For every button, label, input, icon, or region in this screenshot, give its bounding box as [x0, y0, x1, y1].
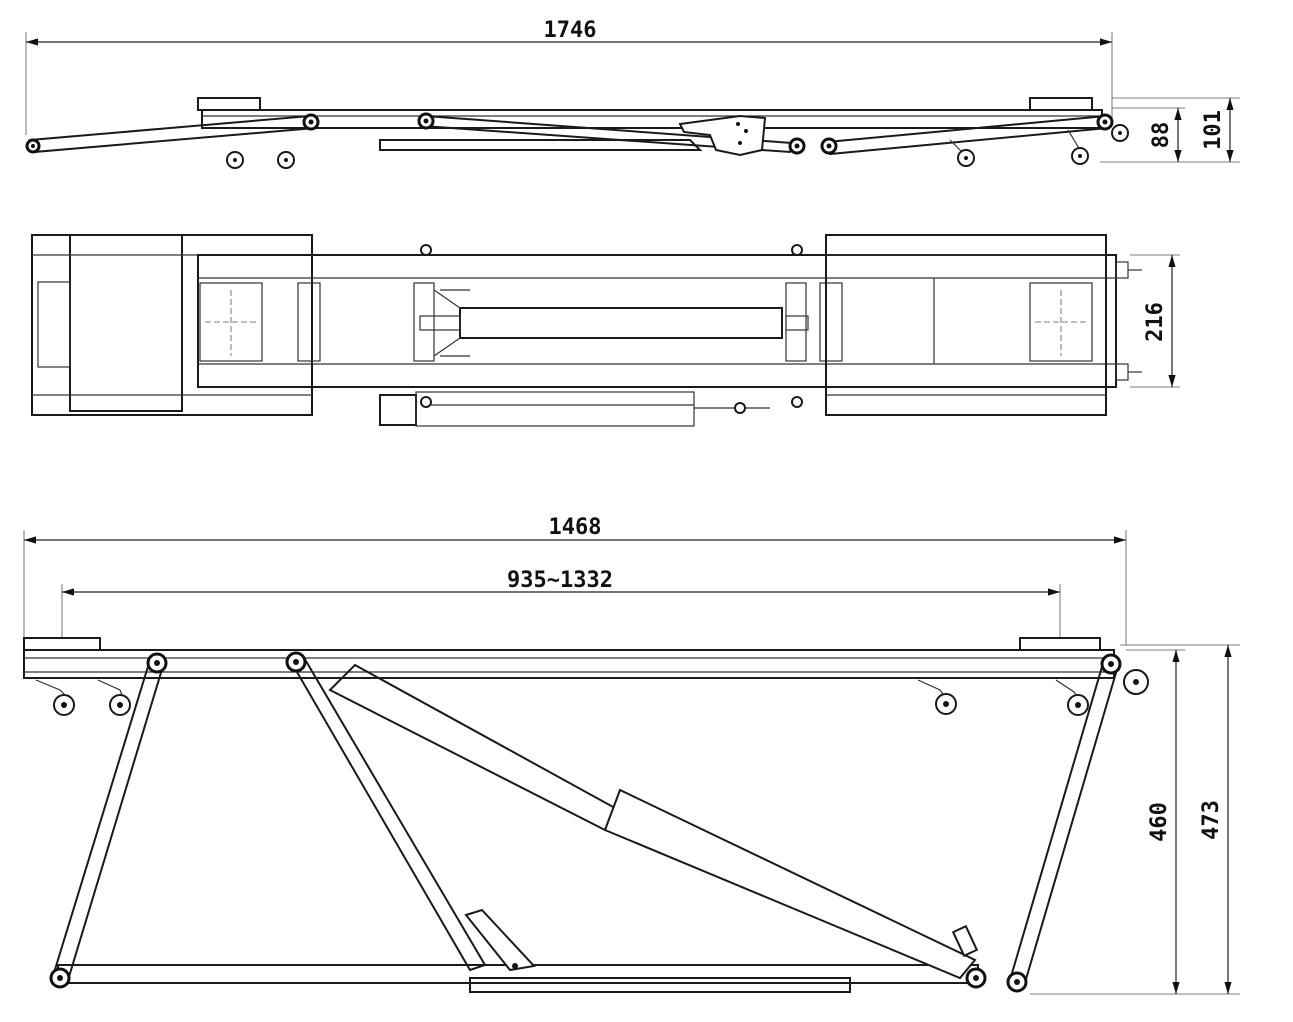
deck-beam	[201, 109, 1103, 129]
leg-right	[1008, 658, 1120, 988]
pump-arm-plan	[415, 391, 695, 427]
hydraulic-cylinder-plan	[459, 307, 783, 339]
lift-pad-right	[1029, 97, 1093, 111]
dimension-label-935-1332: 935~1332	[507, 568, 613, 593]
base-plate	[379, 139, 703, 151]
dimension-raised-length: 1468	[23, 515, 1127, 645]
dimension-pad-span: 935~1332	[61, 568, 1061, 640]
lift-pad-left-raised	[23, 637, 101, 651]
lift-pad-left	[197, 97, 261, 111]
casters-lowered	[226, 124, 1129, 169]
lowered-side-view: 1746	[25, 18, 1240, 169]
pivot-pins-lowered	[25, 112, 1114, 155]
lift-pad-right-raised	[1019, 637, 1101, 651]
plan-view: 216	[31, 234, 1180, 427]
dimension-label-1746: 1746	[544, 18, 597, 43]
base-plate-raised	[469, 977, 851, 993]
platform-right	[825, 234, 1107, 416]
dimension-label-460: 460	[1147, 802, 1172, 842]
pivot-pins-raised	[49, 651, 1122, 993]
casters-raised	[35, 669, 1149, 716]
cylinder-body	[603, 788, 977, 980]
raised-side-view: 1468 935~1332	[23, 515, 1240, 995]
cylinder-rod	[328, 663, 617, 832]
dimension-label-88: 88	[1149, 122, 1174, 149]
deck-raised	[23, 649, 1115, 679]
folded-arm-left	[28, 114, 317, 154]
dimension-heights-lowered: 88 101	[1100, 97, 1240, 163]
foot-pedal	[678, 114, 767, 157]
dimension-label-473: 473	[1199, 800, 1224, 840]
folded-arm-right	[825, 114, 1110, 156]
main-beam-plan	[197, 254, 1117, 388]
dimension-label-216: 216	[1143, 302, 1168, 342]
dimension-width: 216	[1130, 254, 1180, 388]
foot-pedal-raised	[464, 908, 536, 972]
dimension-label-1468: 1468	[549, 515, 602, 540]
dimension-heights-raised: 460 473	[1030, 644, 1240, 995]
pad-left-plan	[69, 234, 183, 412]
dimension-overall-length: 1746	[25, 18, 1113, 135]
dimension-label-101: 101	[1201, 110, 1226, 150]
pump-block	[379, 394, 417, 426]
leg-diagonal	[288, 654, 487, 972]
